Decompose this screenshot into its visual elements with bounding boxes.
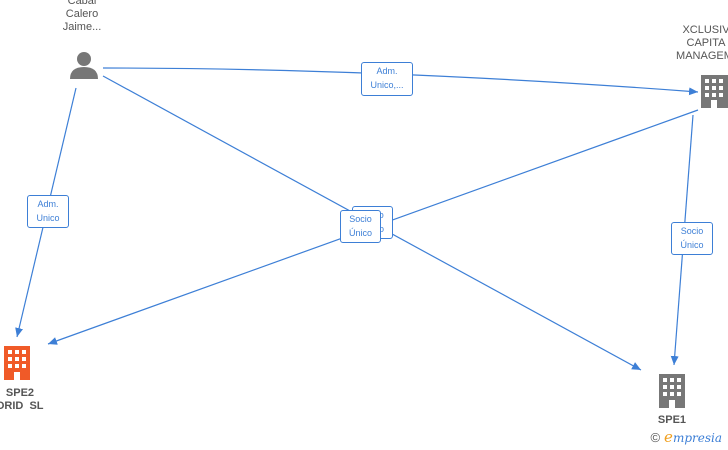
empresia-watermark: ©empresia xyxy=(650,428,722,446)
person-icon[interactable] xyxy=(69,51,99,79)
brand-initial: e xyxy=(664,428,673,446)
brand-name: mpresia xyxy=(672,431,722,445)
edge-label-person-xclusiv[interactable]: Adm. Unico,... xyxy=(361,62,413,96)
building-icon-spe2[interactable] xyxy=(2,346,32,380)
copyright-symbol: © xyxy=(650,430,661,445)
node-person-label[interactable]: Cabal Calero Jaime... xyxy=(62,0,102,33)
node-spe2-label[interactable]: SPE2 DRID SL xyxy=(0,387,44,412)
node-spe1-label[interactable]: SPE1 xyxy=(657,414,687,424)
node-xclusiv-label[interactable]: XCLUSIV CAPITA MANAGEMI xyxy=(676,24,728,62)
edge-label-xclusiv-spe1[interactable]: Socio Único xyxy=(671,222,713,255)
building-icon-spe1[interactable] xyxy=(658,374,686,408)
edge-label-person-spe2[interactable]: Adm. Unico xyxy=(27,195,69,228)
edge-label-center-front[interactable]: Socio Único xyxy=(340,210,381,243)
building-icon-xclusiv[interactable] xyxy=(701,75,728,108)
